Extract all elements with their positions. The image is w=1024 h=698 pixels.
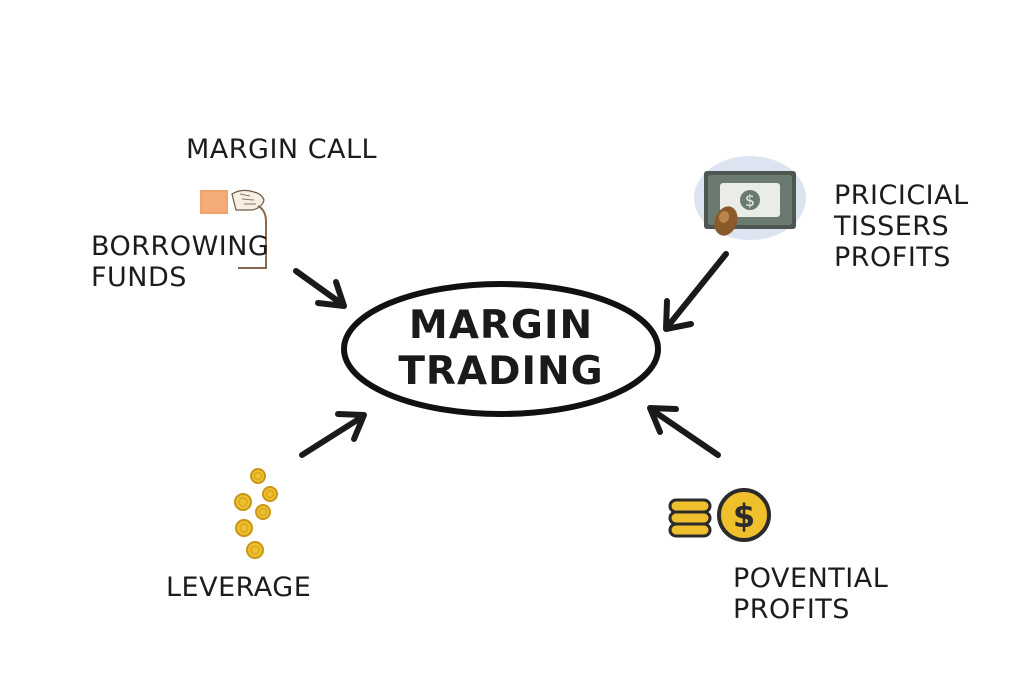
- financial-line-3: PROFITS: [834, 242, 951, 273]
- dollar-coin-icon: $: [668, 488, 771, 542]
- borrowing-funds-line-2: FUNDS: [91, 262, 187, 293]
- center-node-label: MARGIN TRADING: [350, 303, 652, 395]
- dollar-symbol: $: [733, 497, 755, 535]
- margin-call-label: MARGIN CALL: [186, 134, 377, 165]
- hand-with-cash-icon: [200, 189, 267, 269]
- gold-coins-icon: [234, 468, 278, 559]
- potential-profits-line-1: POVENTIAL: [733, 563, 889, 594]
- cash-stack-icon: $: [694, 156, 806, 240]
- financial-line-2: TISSERS: [834, 211, 950, 242]
- center-ellipse: [341, 281, 661, 417]
- center-label-line-2: TRADING: [398, 349, 604, 394]
- potential-profits-label: POVENTIAL PROFITS: [733, 563, 888, 625]
- arrow-from-leverage: [299, 411, 367, 458]
- arrow-from-borrowing: [293, 268, 347, 309]
- financial-profits-label: PRICICIAL TISSERS PROFITS: [834, 180, 969, 273]
- center-label-line-1: MARGIN: [408, 303, 594, 348]
- leverage-label: LEVERAGE: [166, 572, 311, 603]
- arrow-from-financial: [663, 251, 729, 332]
- borrowing-funds-label: BORROWING FUNDS: [91, 231, 269, 293]
- potential-profits-line-2: PROFITS: [733, 594, 850, 625]
- financial-line-1: PRICICIAL: [834, 180, 969, 211]
- leverage-text: LEVERAGE: [166, 572, 312, 603]
- arrow-from-potential: [647, 405, 721, 458]
- money-symbol: $: [745, 191, 755, 210]
- borrowing-funds-line-1: BORROWING: [91, 231, 270, 262]
- margin-call-text: MARGIN CALL: [186, 134, 378, 165]
